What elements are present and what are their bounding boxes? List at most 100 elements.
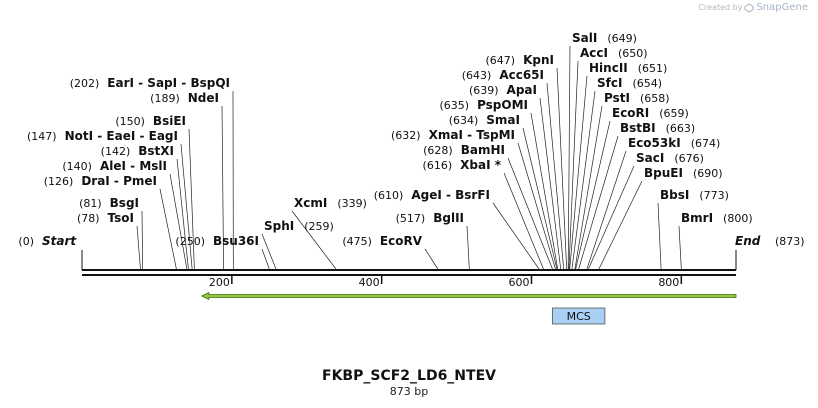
- restriction-site[interactable]: EcoRI(659): [575, 106, 689, 270]
- site-position: (650): [618, 47, 648, 60]
- site-line: [571, 90, 596, 270]
- site-line: [588, 165, 635, 270]
- restriction-site[interactable]: BmrI (800): [678, 211, 753, 270]
- credit-brand: SnapGene: [756, 2, 808, 13]
- restriction-site[interactable]: KpnI(647): [486, 53, 568, 270]
- site-line: [188, 128, 195, 270]
- site-position: (674): [691, 137, 721, 150]
- restriction-site[interactable]: XbaI *(616): [423, 158, 544, 270]
- restriction-site[interactable]: PstI(658): [574, 91, 670, 270]
- restriction-site[interactable]: Acc65I(643): [462, 68, 565, 270]
- restriction-site[interactable]: XcmI(339): [291, 196, 367, 270]
- site-position: (189): [150, 92, 180, 105]
- site-position: (150): [115, 115, 145, 128]
- site-position: (873): [775, 235, 805, 248]
- site-name: Eco53kI: [628, 136, 681, 150]
- site-line: [517, 142, 556, 270]
- restriction-site[interactable]: AccI (650): [568, 46, 648, 270]
- snapgene-credit: Created by SnapGene: [698, 2, 808, 13]
- site-position: (658): [640, 92, 670, 105]
- restriction-site[interactable]: BstBI(663): [578, 121, 696, 270]
- site-line: [180, 143, 193, 270]
- site-name: BstBI: [620, 121, 656, 135]
- site-name: AleI - MslI: [100, 159, 167, 173]
- site-name: AccI: [580, 46, 608, 60]
- site-position: (126): [44, 175, 74, 188]
- restriction-site[interactable]: TsoI(78): [77, 211, 141, 270]
- map-title: FKBP_SCF2_LD6_NTEV: [322, 368, 496, 384]
- site-name: BsgI: [110, 196, 139, 210]
- restriction-site[interactable]: SfcI(654): [571, 76, 662, 270]
- restriction-site[interactable]: ApaI(639): [469, 83, 562, 270]
- ruler-tick-label: 200: [209, 276, 230, 289]
- restriction-site[interactable]: NdeI(189): [150, 91, 224, 270]
- site-name: XbaI *: [460, 158, 502, 172]
- feature-arrow[interactable]: [200, 291, 737, 301]
- restriction-site[interactable]: BsgI(81): [79, 196, 144, 270]
- restriction-site[interactable]: AgeI - BsrFI(610): [374, 188, 540, 270]
- restriction-site[interactable]: DraI - PmeI(126): [44, 174, 177, 270]
- ruler-tick-label: 600: [508, 276, 529, 289]
- restriction-site[interactable]: SmaI(634): [449, 113, 558, 270]
- site-position: (259): [304, 220, 334, 233]
- feature-mcs[interactable]: MCS: [552, 307, 606, 325]
- site-name: BsiEI: [153, 114, 186, 128]
- site-line: [507, 157, 553, 270]
- site-line: [466, 225, 470, 270]
- restriction-site[interactable]: SalI (649): [567, 31, 637, 270]
- restriction-site[interactable]: SacI(676): [588, 151, 704, 270]
- restriction-site[interactable]: SphI (259): [261, 219, 334, 270]
- site-position: (800): [723, 212, 753, 225]
- restriction-site[interactable]: End(873): [735, 234, 805, 270]
- site-position: (632): [391, 129, 421, 142]
- restriction-site[interactable]: XmaI - TspMI (632): [391, 128, 556, 270]
- restriction-site[interactable]: Bsu36I(250): [175, 234, 270, 270]
- site-position: (773): [699, 189, 729, 202]
- site-name: NotI - EaeI - EagI: [65, 129, 178, 143]
- site-position: (147): [27, 130, 57, 143]
- restriction-site[interactable]: BglII(517): [396, 211, 470, 270]
- site-name: SfcI: [597, 76, 622, 90]
- site-name: AgeI - BsrFI: [411, 188, 490, 202]
- site-name: XmaI - TspMI: [429, 128, 515, 142]
- site-line: [569, 75, 588, 270]
- site-name: Start: [42, 234, 77, 248]
- site-position: (647): [486, 54, 516, 67]
- site-position: (635): [439, 99, 469, 112]
- restriction-site[interactable]: Eco53kI (674): [586, 136, 721, 270]
- site-position: (643): [462, 69, 492, 82]
- site-line: [176, 158, 189, 270]
- site-name: BglII: [433, 211, 464, 225]
- restriction-site[interactable]: BpuEI(690): [598, 166, 723, 270]
- restriction-site[interactable]: HincII(651): [569, 61, 668, 270]
- site-name: SphI: [264, 219, 294, 233]
- restriction-site[interactable]: BamHI (628): [423, 143, 553, 270]
- site-name: SmaI: [486, 113, 520, 127]
- restriction-site[interactable]: EarI - SapI - BspQI(202): [70, 76, 234, 270]
- site-name: BmrI: [681, 211, 713, 225]
- site-line: [261, 233, 277, 270]
- site-name: ApaI: [507, 83, 537, 97]
- site-line: [169, 173, 188, 270]
- site-name: BamHI: [461, 143, 505, 157]
- restriction-site[interactable]: AleI - MslI(140): [62, 159, 188, 270]
- restriction-site[interactable]: BbsI(773): [657, 188, 729, 270]
- site-line: [556, 67, 568, 270]
- restriction-site[interactable]: (0)Start: [18, 234, 83, 270]
- site-line: [522, 127, 558, 270]
- restriction-site[interactable]: BsiEI (150): [115, 114, 195, 270]
- site-line: [678, 225, 682, 270]
- restriction-site[interactable]: PspOMI(635): [439, 98, 559, 270]
- restriction-site[interactable]: BstXI(142): [101, 144, 189, 270]
- site-name: Bsu36I: [213, 234, 259, 248]
- site-position: (649): [607, 32, 637, 45]
- site-name: SalI: [572, 31, 597, 45]
- site-position: (628): [423, 144, 453, 157]
- restriction-site[interactable]: EcoRV(475): [342, 234, 439, 270]
- restriction-site[interactable]: NotI - EaeI - EagI (147): [27, 129, 193, 270]
- site-name: EcoRI: [612, 106, 649, 120]
- site-line: [574, 105, 603, 270]
- site-line: [530, 112, 559, 270]
- site-name: BstXI: [138, 144, 174, 158]
